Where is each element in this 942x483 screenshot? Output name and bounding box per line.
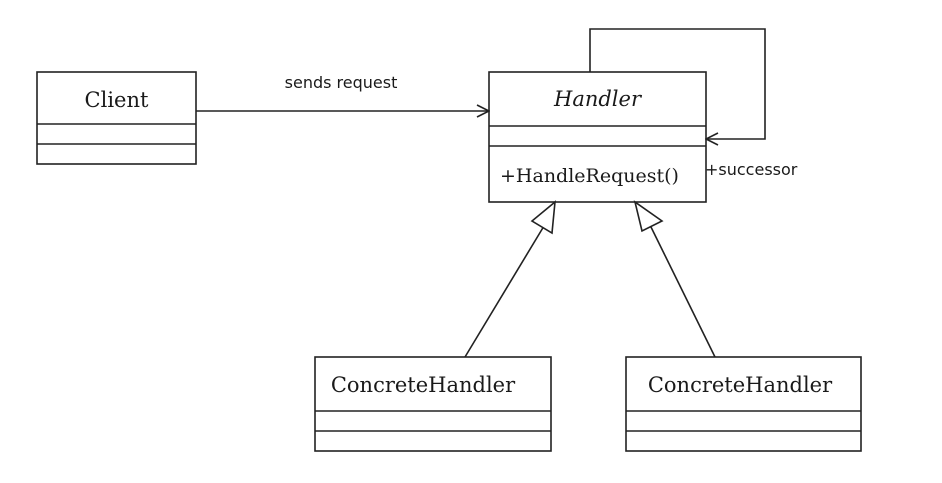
class-concrete-handler-1: ConcreteHandler bbox=[314, 356, 552, 452]
class-concrete-handler-2-name: ConcreteHandler bbox=[648, 373, 833, 397]
association-client-handler: sends request bbox=[196, 73, 489, 111]
class-concrete-handler-2-box bbox=[625, 356, 862, 452]
generalization-concrete-handler-1 bbox=[464, 200, 556, 358]
generalization-concrete-handler-2 bbox=[633, 200, 716, 358]
class-client-name: Client bbox=[85, 88, 149, 112]
handler-operation-handlerequest: +HandleRequest() bbox=[500, 165, 679, 187]
class-client-box bbox=[36, 71, 197, 165]
association-client-handler-label: sends request bbox=[285, 73, 398, 92]
class-concrete-handler-1-box bbox=[314, 356, 552, 452]
generalization-concrete-handler-2-triangle bbox=[633, 200, 664, 233]
generalization-concrete-handler-1-triangle bbox=[530, 200, 556, 235]
class-concrete-handler-1-name: ConcreteHandler bbox=[331, 373, 516, 397]
self-association-successor-line bbox=[589, 28, 766, 139]
class-handler: Handler +HandleRequest() bbox=[488, 71, 707, 203]
self-association-successor: +successor bbox=[589, 28, 798, 179]
class-concrete-handler-2: ConcreteHandler bbox=[625, 356, 862, 452]
self-association-successor-label: +successor bbox=[705, 160, 798, 179]
class-handler-name: Handler bbox=[553, 87, 643, 111]
class-client: Client bbox=[36, 71, 197, 165]
class-handler-box bbox=[488, 71, 707, 203]
generalization-concrete-handler-2-line bbox=[649, 224, 716, 358]
generalization-concrete-handler-1-line bbox=[464, 225, 545, 358]
